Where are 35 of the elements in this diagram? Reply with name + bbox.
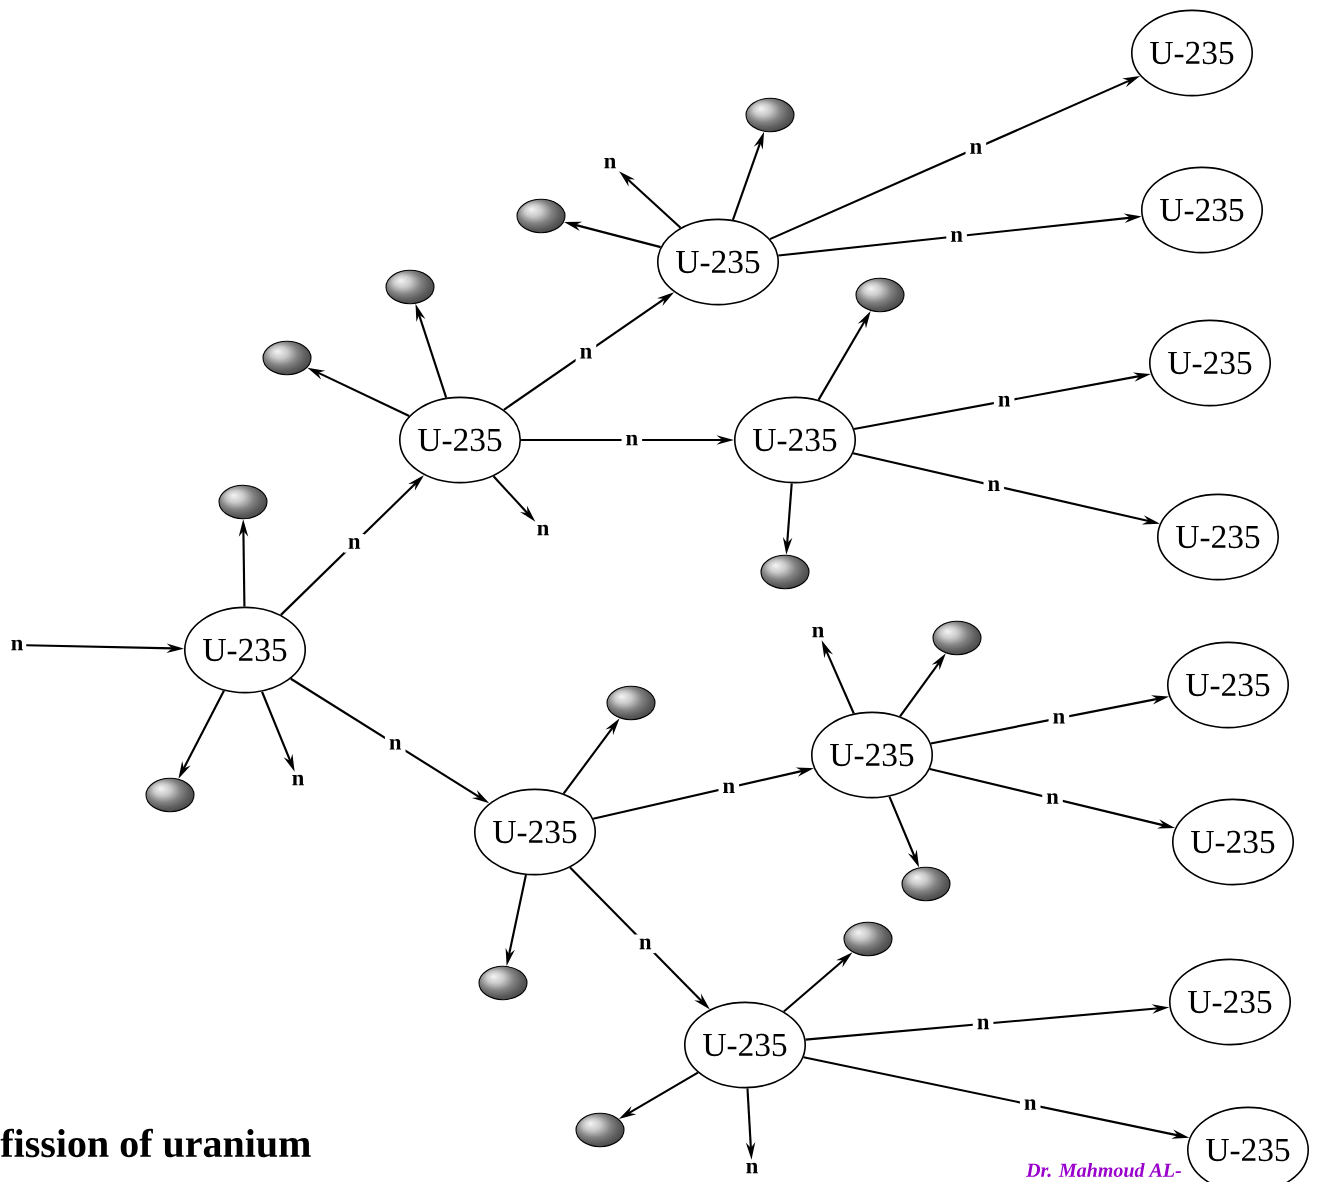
- fragment-ball: [516, 198, 566, 234]
- neutron-label: n: [812, 626, 824, 638]
- edge-label: n: [718, 778, 740, 798]
- neutron-label: n: [292, 774, 304, 786]
- fragment-ball: [478, 965, 528, 1001]
- edge-label: n: [1042, 789, 1063, 808]
- title: fission of uranium: [0, 1128, 311, 1158]
- fragment-ball: [855, 277, 905, 313]
- neutron-label: n: [746, 1162, 758, 1174]
- edge-label: n: [993, 391, 1015, 411]
- edge-label: n: [575, 343, 597, 363]
- fragment-ball: [843, 921, 893, 957]
- fragment-ball: [760, 554, 810, 590]
- edge-label: n: [983, 476, 1005, 495]
- edge-label: n: [965, 138, 987, 158]
- fragment-ball: [218, 484, 268, 520]
- fragment-ball: [575, 1112, 625, 1148]
- fragment-ball: [901, 866, 951, 902]
- edge-label: n: [621, 430, 643, 450]
- fragment-ball: [262, 340, 312, 376]
- fragment-ball: [606, 685, 656, 721]
- edge-label: n: [1048, 708, 1070, 728]
- fragment-ball: [932, 620, 982, 656]
- fragment-ball: [745, 97, 795, 133]
- edge-label: n: [946, 227, 967, 246]
- edge-label: n: [1019, 1095, 1041, 1114]
- edge-label: n: [384, 734, 406, 754]
- edge-label: n: [634, 934, 656, 954]
- edge-label: n: [972, 1014, 994, 1034]
- edge-label: n: [343, 534, 365, 553]
- neutron-label: n: [604, 157, 616, 169]
- neutron-label: n: [11, 639, 23, 651]
- fragment-ball: [385, 269, 435, 305]
- fragment-ball: [145, 777, 195, 813]
- neutron-label: n: [537, 524, 549, 536]
